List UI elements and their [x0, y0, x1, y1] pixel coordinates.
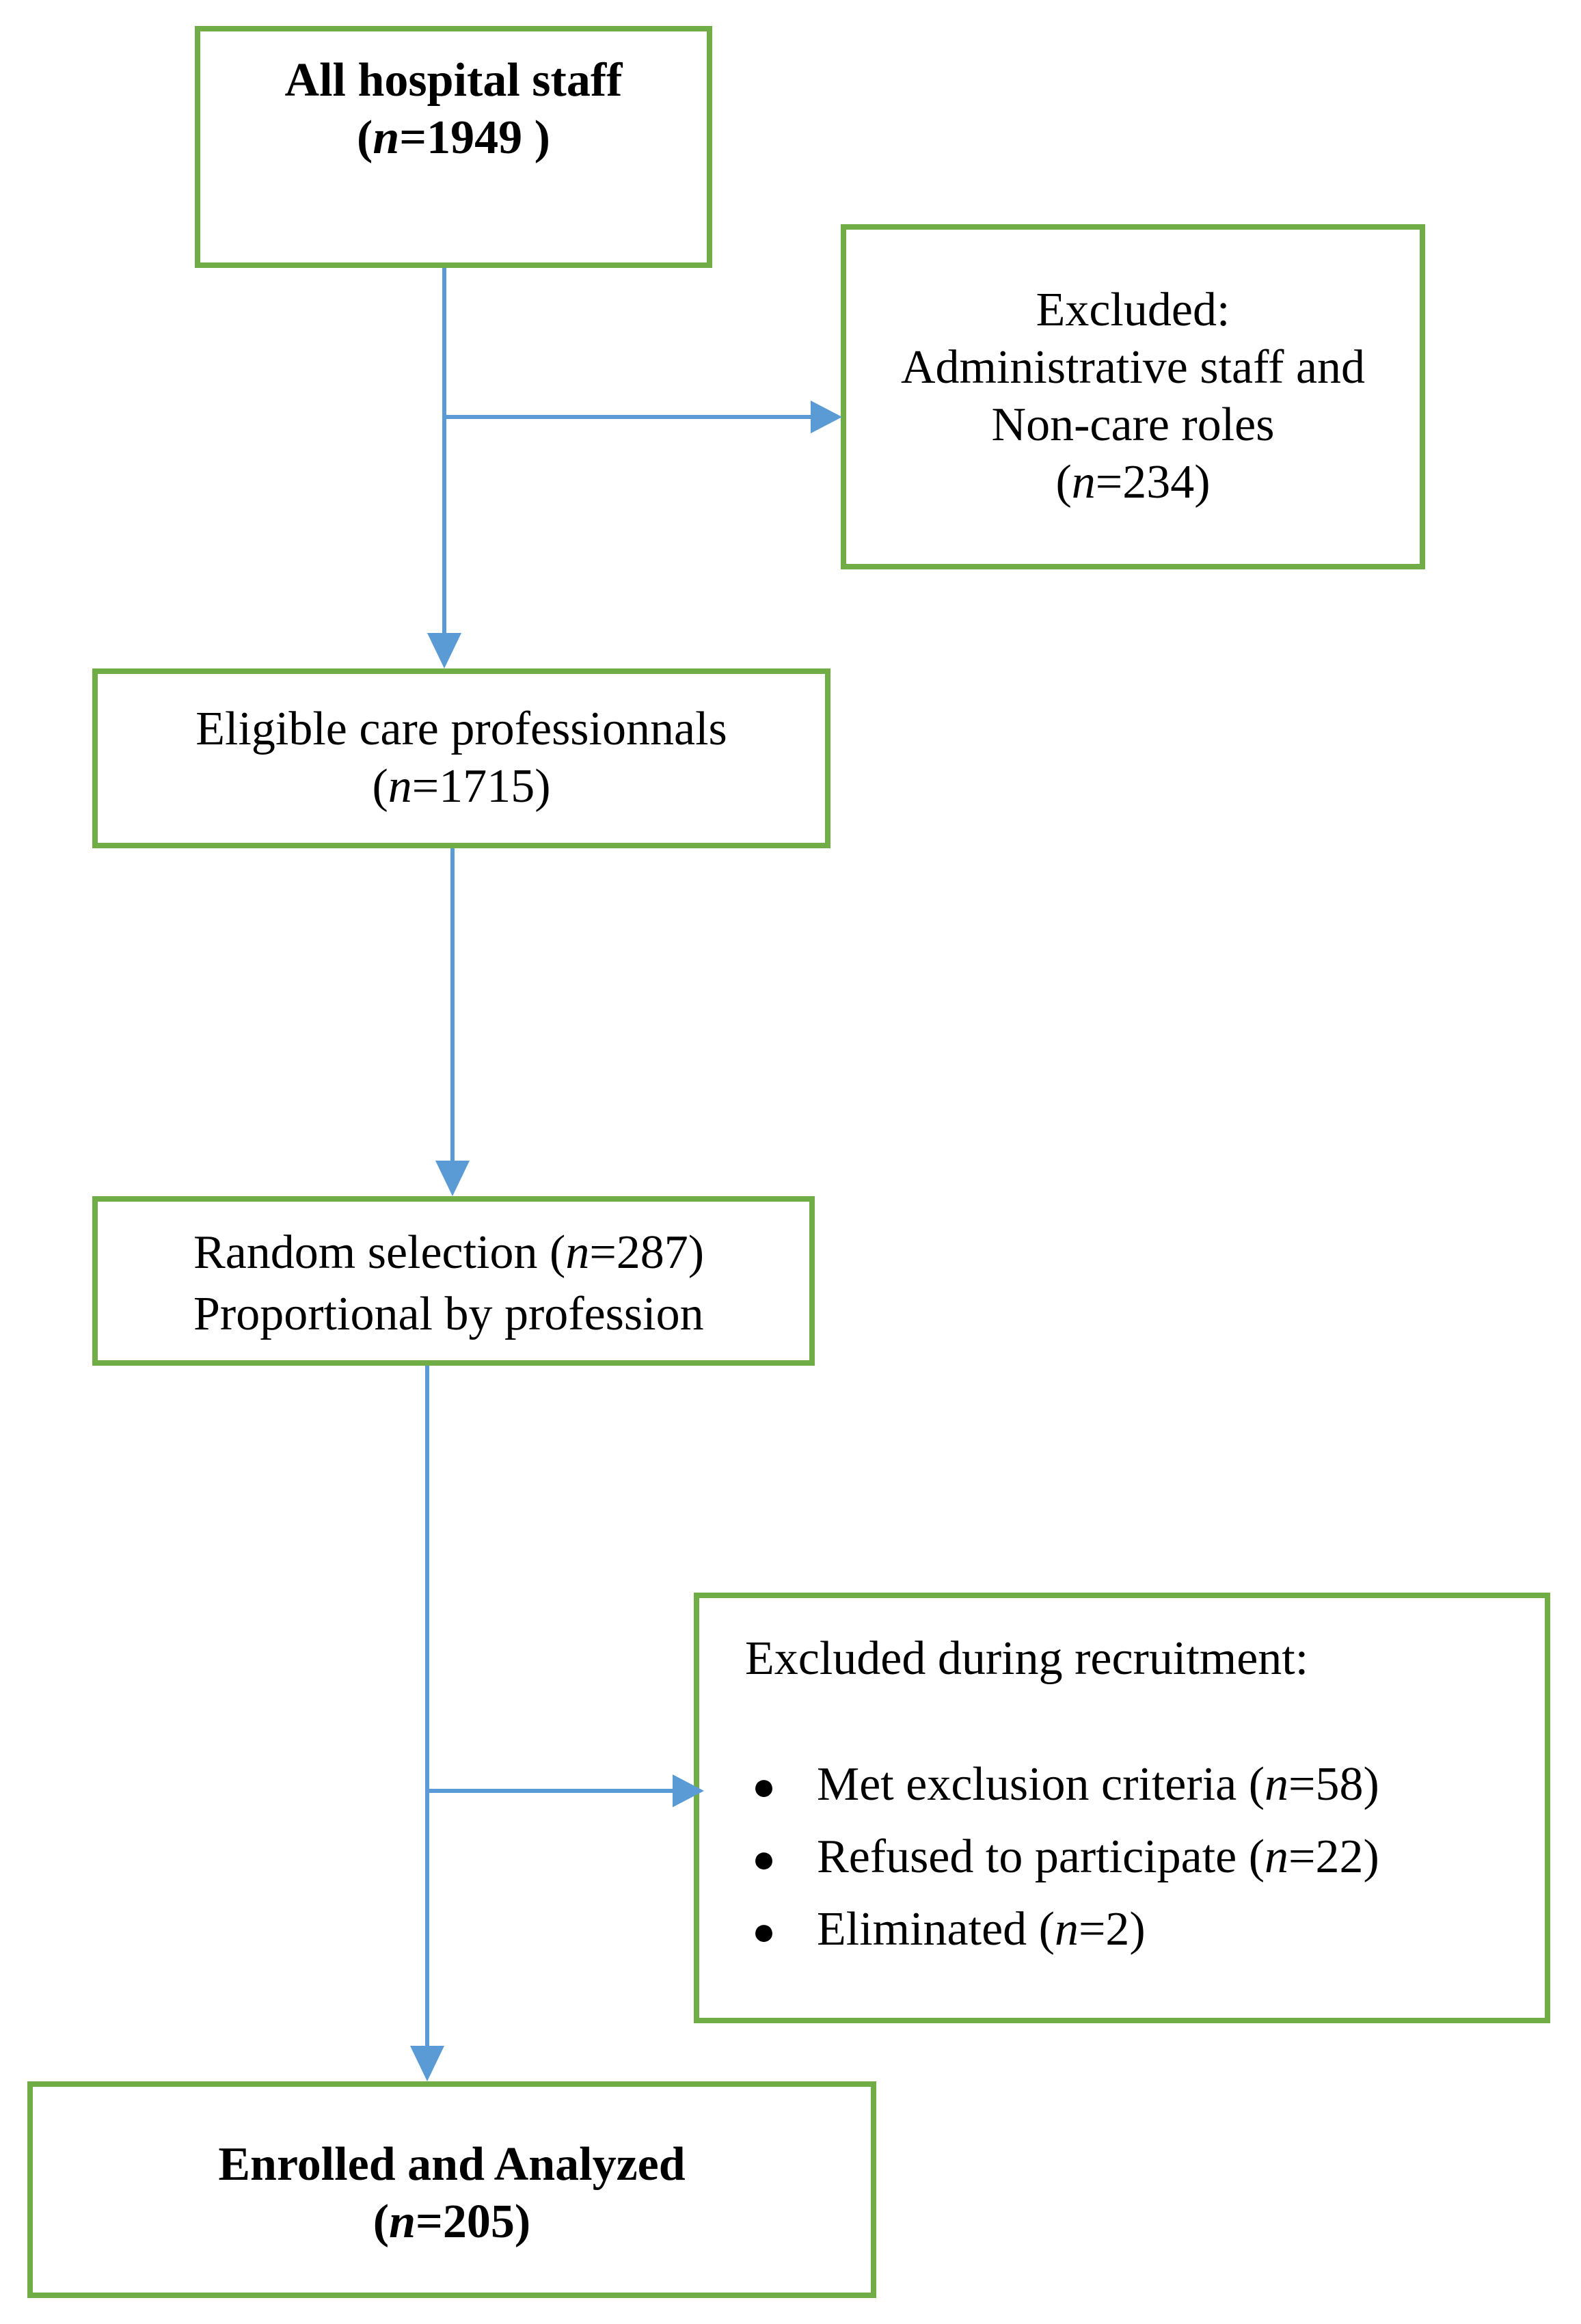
- n-symbol: n: [1071, 456, 1096, 509]
- n-symbol: n: [565, 1226, 590, 1279]
- connector-branch-to-excluded-recruit: [427, 1789, 675, 1793]
- arrowhead-down-icon: [427, 633, 461, 668]
- enrolled-title: Enrolled and Analyzed: [218, 2138, 686, 2191]
- connector-branch-to-excluded-admin: [444, 415, 813, 419]
- box-random-selection: Random selection (n=287) Proportional by…: [92, 1196, 815, 1366]
- bullet-text: Met exclusion criteria (n=58): [817, 1758, 1379, 1811]
- box-enrolled-analyzed: Enrolled and Analyzed (n=205): [27, 2081, 876, 2298]
- n-symbol: n: [389, 2195, 416, 2248]
- bullet-icon: ●: [752, 1837, 776, 1881]
- enrolled-count: (n=205): [373, 2195, 531, 2248]
- box-all-hospital-staff-title: All hospital staff: [284, 54, 623, 107]
- eligible-title: Eligible care professionnals: [195, 703, 727, 755]
- box-excluded-administrative: Excluded: Administrative staff and Non-c…: [841, 224, 1425, 569]
- excluded-admin-line2: Administrative staff and: [900, 341, 1366, 394]
- box-all-hospital-staff: All hospital staff (n=1949 ): [195, 26, 712, 268]
- list-item: ● Refused to participate (n=22): [745, 1822, 1545, 1894]
- bullet-icon: ●: [752, 1764, 776, 1809]
- n-symbol: n: [373, 111, 400, 164]
- excluded-admin-count: (n=234): [1055, 456, 1211, 509]
- random-selection-line2: Proportional by profession: [193, 1288, 704, 1340]
- arrowhead-down-icon: [435, 1161, 470, 1196]
- excluded-recruit-heading: Excluded during recruitment:: [745, 1632, 1309, 1685]
- excluded-recruit-bullet-list: ● Met exclusion criteria (n=58) ● Refuse…: [745, 1749, 1545, 1967]
- excluded-admin-line3: Non-care roles: [991, 398, 1275, 451]
- random-selection-line1: Random selection (n=287): [193, 1226, 705, 1279]
- n-symbol: n: [1054, 1903, 1079, 1956]
- n-symbol: n: [1265, 1758, 1289, 1811]
- box-eligible-care-professionals: Eligible care professionnals (n=1715): [92, 668, 830, 848]
- connector-random-to-enrolled: [425, 1366, 429, 2048]
- list-item: ● Met exclusion criteria (n=58): [745, 1749, 1545, 1822]
- bullet-icon: ●: [752, 1909, 776, 1954]
- connector-eligible-to-random: [450, 848, 455, 1163]
- connector-allstaff-to-eligible: [442, 268, 446, 637]
- n-symbol: n: [1265, 1830, 1289, 1883]
- excluded-admin-line1: Excluded:: [1036, 284, 1230, 336]
- list-item: ● Eliminated (n=2): [745, 1894, 1545, 1967]
- bullet-text: Eliminated (n=2): [817, 1903, 1146, 1956]
- box-excluded-during-recruitment: Excluded during recruitment: ● Met exclu…: [694, 1593, 1550, 2023]
- arrowhead-down-icon: [410, 2046, 444, 2081]
- eligible-count: (n=1715): [372, 760, 551, 813]
- bullet-text: Refused to participate (n=22): [817, 1830, 1379, 1883]
- box-all-hospital-staff-count: (n=1949 ): [357, 111, 550, 164]
- arrowhead-right-icon: [673, 1774, 704, 1807]
- arrowhead-right-icon: [811, 401, 842, 433]
- n-symbol: n: [388, 760, 412, 813]
